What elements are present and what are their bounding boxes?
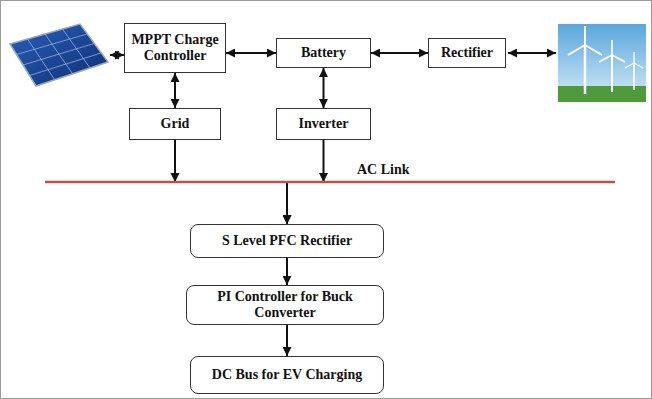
ac-bus-line [45, 181, 615, 184]
wind-turbines [558, 24, 646, 102]
box-label: Inverter [295, 116, 353, 132]
connector-arrow [371, 52, 428, 54]
bus-arrowhead [319, 173, 328, 182]
process-box: MPPT Charge Controller [124, 23, 226, 73]
process-box: PI Controller for Buck Converter [186, 285, 384, 325]
process-box: Battery [276, 38, 371, 68]
process-box: Inverter [276, 108, 371, 140]
process-box: DC Bus for EV Charging [190, 356, 384, 394]
process-box: S Level PFC Rectifier [190, 224, 384, 258]
connector-arrow [174, 73, 176, 108]
box-label: PI Controller for Buck Converter [187, 289, 383, 321]
box-label: Rectifier [437, 45, 497, 61]
turbine-arrow [508, 52, 556, 54]
process-box: Grid [129, 108, 221, 140]
solar-panel [10, 24, 108, 86]
connector-arrow [286, 258, 288, 285]
box-label: Grid [157, 116, 194, 132]
process-box: Rectifier [428, 38, 506, 68]
bus-label: AC Link [357, 162, 410, 178]
box-label: Battery [297, 45, 350, 61]
connector-arrow [323, 68, 325, 108]
box-label: MPPT Charge Controller [125, 32, 225, 64]
box-label: S Level PFC Rectifier [218, 233, 356, 249]
bus-arrowhead [171, 173, 180, 182]
connector-arrow [286, 325, 288, 356]
connector-arrow [226, 52, 276, 54]
box-label: DC Bus for EV Charging [208, 367, 366, 383]
panel-arrow [110, 54, 124, 56]
